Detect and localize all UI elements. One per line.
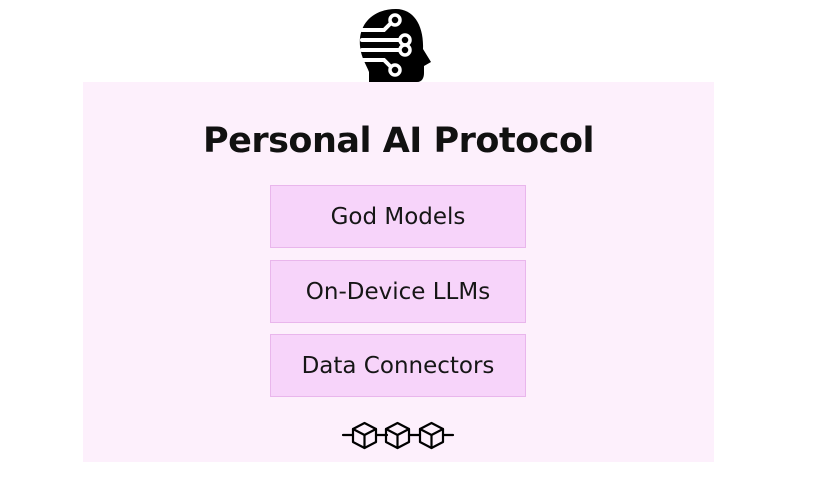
layer-label: God Models — [330, 203, 466, 230]
layer-label: On-Device LLMs — [305, 278, 491, 305]
layer-on-device-llms: On-Device LLMs — [270, 260, 526, 323]
layer-god-models: God Models — [270, 185, 526, 248]
layer-data-connectors: Data Connectors — [270, 334, 526, 397]
ai-head-circuit-icon — [359, 9, 431, 92]
protocol-panel: Personal AI Protocol God Models On-Devic… — [83, 82, 714, 462]
blockchain-cubes-icon — [341, 421, 455, 450]
layer-label: Data Connectors — [301, 352, 495, 379]
diagram-title: Personal AI Protocol — [202, 121, 595, 161]
